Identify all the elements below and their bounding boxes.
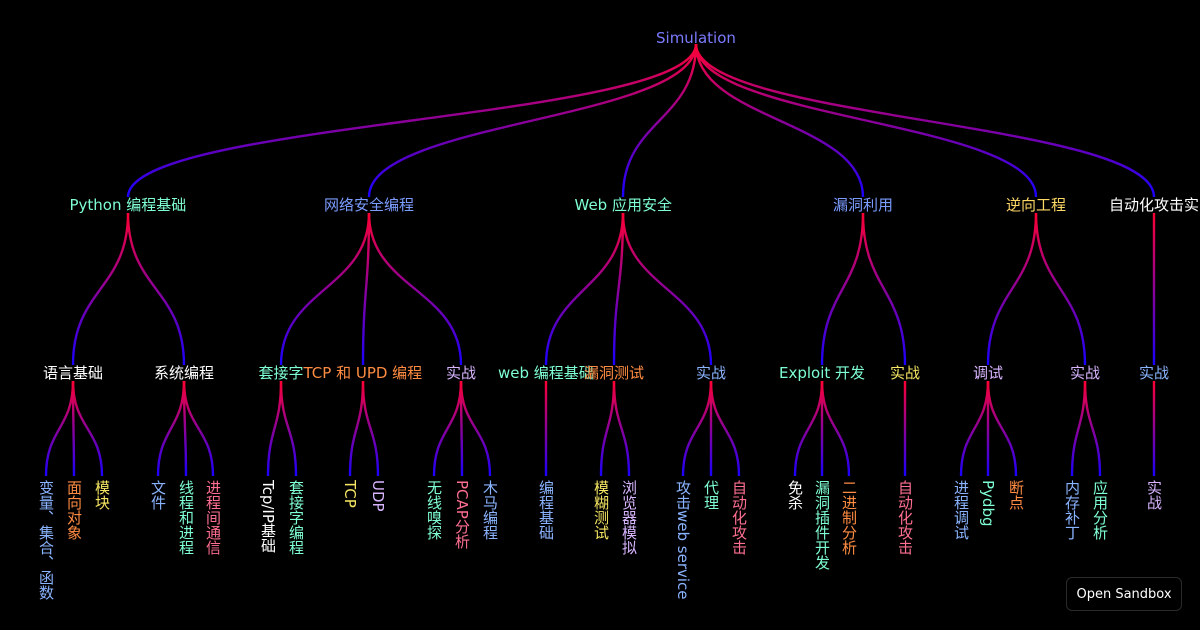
leaf-node: Tcp/IP基础: [259, 480, 277, 553]
leaf-node: 变量、集合、函数: [37, 480, 55, 600]
tree-edge: [367, 212, 463, 366]
leaf-node: 浏览器模拟: [620, 480, 638, 555]
tree-edge: [126, 212, 186, 366]
tree-edge: [1070, 380, 1087, 477]
child-node: 实战: [696, 364, 727, 382]
leaf-node: 文件: [149, 480, 167, 510]
tree-edge: [126, 43, 698, 198]
leaf-node: 应用分析: [1091, 480, 1109, 540]
leaf-node: 代理: [702, 480, 720, 510]
leaf-node: 进程间通信: [204, 480, 222, 555]
leaf-node: 自动化攻击: [896, 480, 914, 555]
tree-edge: [279, 380, 298, 477]
tree-edge: [1083, 380, 1102, 477]
tree-edge: [820, 380, 851, 477]
tree-edge: [156, 380, 186, 477]
tree-edge: [612, 212, 625, 366]
tree-edges: [44, 43, 1156, 477]
leaf-node: 攻击web service: [674, 480, 692, 600]
leaf-node: 无线嗅探: [425, 480, 443, 540]
tree-edge: [709, 380, 741, 477]
tree-edge: [820, 212, 865, 366]
tree-edge: [694, 43, 1156, 198]
child-node: 漏洞测试: [584, 364, 645, 382]
leaf-node: Pydbg: [979, 480, 997, 527]
tree-edge: [1034, 212, 1087, 366]
tree-edge: [361, 212, 371, 366]
tree-edge: [182, 380, 215, 477]
branch-node: 自动化攻击实: [1109, 196, 1200, 214]
branch-node: 漏洞利用: [833, 196, 894, 214]
leaf-node: 模糊测试: [592, 480, 610, 540]
leaf-node: 面向对象: [65, 480, 83, 540]
tree-edge: [621, 43, 698, 198]
tree-edge: [71, 380, 104, 477]
child-node: Exploit 开发: [779, 364, 866, 382]
child-node: TCP 和 UPD 编程: [303, 364, 423, 382]
tree-edge: [71, 212, 130, 366]
leaf-node: 实战: [1145, 480, 1163, 510]
leaf-node: 二进制分析: [840, 480, 858, 555]
tree-edge: [986, 212, 1038, 366]
leaf-node: 进程调试: [952, 480, 970, 540]
tree-edge: [612, 380, 631, 477]
tree-edge: [681, 380, 713, 477]
leaf-node: 木马编程: [481, 480, 499, 540]
child-node: 套接字: [258, 364, 304, 382]
tree-edge: [986, 380, 1018, 477]
branch-node: Python 编程基础: [69, 196, 187, 214]
branch-node: 逆向工程: [1006, 196, 1067, 214]
tree-edge: [361, 380, 380, 477]
tree-edge: [266, 380, 283, 477]
branch-node: Web 应用安全: [574, 196, 672, 214]
tree-edge: [793, 380, 824, 477]
child-node: 实战: [446, 364, 477, 382]
root-node: Simulation: [656, 29, 736, 47]
leaf-node: TCP: [341, 480, 359, 508]
tree-edge: [694, 43, 865, 198]
child-node: 实战: [1139, 364, 1170, 382]
tree-edge: [459, 380, 492, 477]
child-node: 调试: [973, 364, 1004, 382]
tree-edge: [694, 43, 1038, 198]
tree-edge: [279, 212, 371, 366]
tree-edge: [367, 43, 698, 198]
child-node: 语言基础: [43, 364, 104, 382]
child-node: 实战: [1070, 364, 1101, 382]
child-node: web 编程基础: [498, 364, 594, 382]
child-node: 系统编程: [154, 364, 215, 382]
leaf-node: UDP: [369, 480, 387, 512]
tree-edge: [861, 212, 907, 366]
leaf-node: 套接字编程: [287, 480, 305, 555]
leaf-node: 编程基础: [537, 480, 555, 540]
leaf-node: 线程和进程: [177, 480, 195, 555]
tree-edge: [599, 380, 616, 477]
tree-edge: [544, 212, 625, 366]
leaf-node: 内存补丁: [1063, 480, 1081, 540]
branch-node: 网络安全编程: [324, 196, 415, 214]
tree-edge: [621, 212, 713, 366]
open-sandbox-button[interactable]: Open Sandbox: [1066, 577, 1182, 611]
child-node: 实战: [890, 364, 921, 382]
tree-edge: [432, 380, 463, 477]
leaf-node: 漏洞插件开发: [813, 480, 831, 570]
leaf-node: 自动化攻击: [730, 480, 748, 555]
leaf-node: PCAP分析: [453, 480, 471, 549]
tree-edge: [348, 380, 365, 477]
tree-edge: [44, 380, 75, 477]
leaf-node: 模块: [93, 480, 111, 510]
leaf-node: 断点: [1007, 480, 1025, 510]
tree-edge: [959, 380, 990, 477]
leaf-node: 免杀: [786, 480, 804, 510]
